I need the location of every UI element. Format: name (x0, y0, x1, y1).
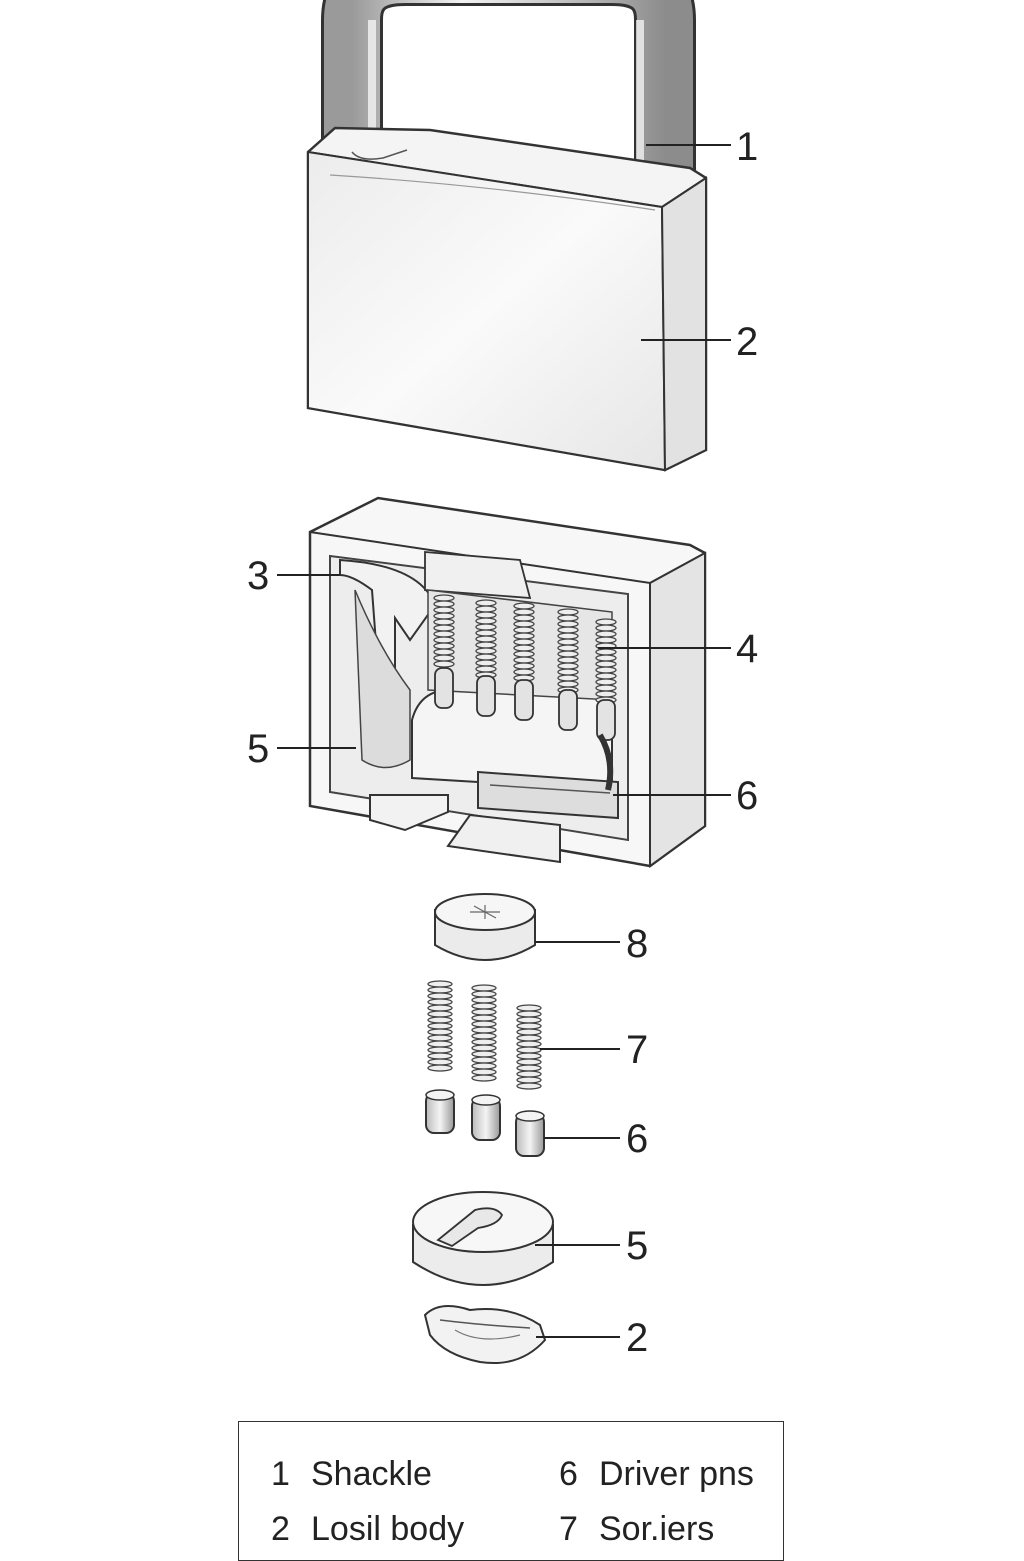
legend-row: 2 Losil body 7 Sor.iers (239, 1510, 783, 1550)
pin-stack-pin-3 (514, 679, 534, 721)
legend-label: Losil body (311, 1510, 465, 1548)
legend-label: Shackle (311, 1455, 432, 1493)
leader-lines (277, 144, 731, 1338)
cam-part (423, 1305, 547, 1364)
callout-5-cut: 5 (247, 727, 269, 771)
callout-4: 4 (736, 627, 758, 671)
plug-part (412, 1191, 554, 1286)
callout-8: 8 (626, 922, 648, 966)
pin-stack-spring-2 (475, 599, 497, 679)
pin-stacks (433, 594, 617, 741)
legend-label: Driver pns (599, 1455, 754, 1493)
pin-stack-pin-5 (596, 699, 616, 741)
legend-number: 6 (559, 1455, 578, 1493)
callout-7: 7 (626, 1028, 648, 1072)
pin-stack-spring-3 (513, 602, 535, 682)
callout-6-parts: 6 (626, 1117, 648, 1161)
callout-2-body: 2 (736, 320, 758, 364)
pin-stack-pin-2 (476, 675, 496, 717)
lock-body (306, 126, 708, 472)
plug-face-part (434, 893, 536, 961)
driver-pin-1 (425, 1089, 455, 1134)
legend-number: 2 (271, 1510, 290, 1548)
parts-legend: 1 Shackle 6 Driver pns 2 Losil body 7 So… (238, 1421, 784, 1561)
callout-2-parts: 2 (626, 1316, 648, 1360)
driver-pin-3 (515, 1110, 545, 1157)
loose-driver-pins (425, 1089, 545, 1157)
pin-stack-spring-1 (433, 594, 455, 668)
legend-number: 7 (559, 1510, 578, 1548)
callout-1: 1 (736, 125, 758, 169)
pin-stack-pin-4 (558, 689, 578, 731)
spring-3 (516, 1004, 542, 1090)
loose-springs (427, 980, 542, 1090)
spring-2 (471, 984, 497, 1082)
callout-5-parts: 5 (626, 1224, 648, 1268)
cutaway-lock-body (308, 496, 707, 868)
pin-stack-pin-1 (434, 667, 454, 709)
legend-number: 1 (271, 1455, 290, 1493)
driver-pin-2 (471, 1094, 501, 1141)
legend-label: Sor.iers (599, 1510, 715, 1548)
callout-6-cut: 6 (736, 774, 758, 818)
callout-numbers: 1 2 3 4 5 6 8 7 6 5 2 (247, 125, 758, 1360)
pin-stack-spring-5 (595, 618, 617, 704)
spring-1 (427, 980, 453, 1072)
pin-stack-spring-4 (557, 608, 579, 694)
callout-3: 3 (247, 554, 269, 598)
legend-row: 1 Shackle 6 Driver pns (239, 1455, 783, 1495)
